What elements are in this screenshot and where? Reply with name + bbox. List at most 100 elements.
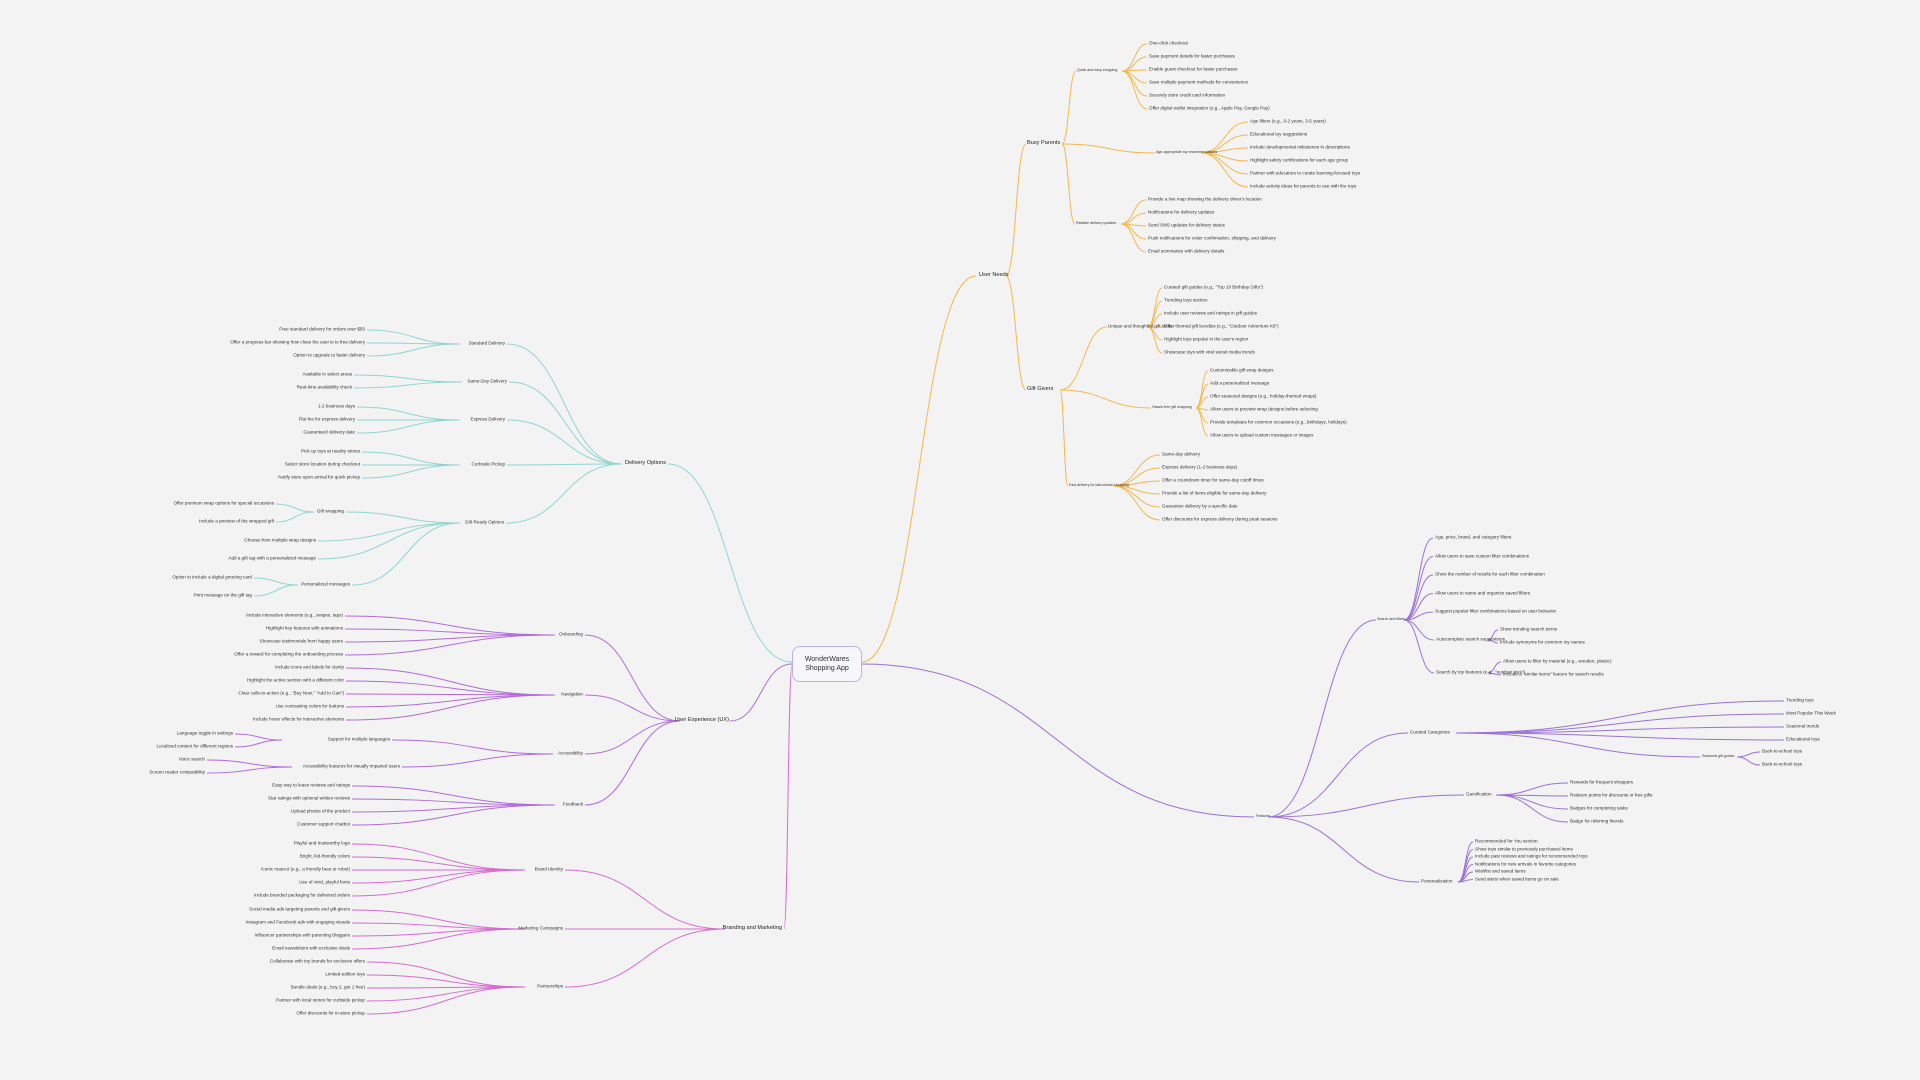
branch-node-ux[interactable]: User Experience (UX) (674, 717, 729, 724)
leaf-node[interactable]: Offer a countdown timer for same-day cut… (1162, 477, 1264, 483)
subgroup-node[interactable]: Accessibility features for visually impa… (302, 763, 400, 769)
leaf-node[interactable]: Localized content for different regions (156, 743, 233, 749)
leaf-node[interactable]: Trending toys (1786, 697, 1814, 703)
leaf-node[interactable]: Rewards for frequent shoppers (1570, 779, 1634, 785)
leaf-node[interactable]: 1-2 business days (317, 403, 355, 409)
leaf-node[interactable]: Include developmental milestones in desc… (1250, 144, 1350, 150)
leaf-node[interactable]: Show trending search terms (1500, 626, 1558, 632)
leaf-node[interactable]: Save payment details for faster purchase… (1149, 53, 1235, 59)
node-search-filters[interactable]: Search and filters (1377, 617, 1405, 622)
leaf-node[interactable]: Customizable gift wrap designs (1210, 367, 1274, 373)
leaf-node[interactable]: Add a gift tag with a personalized messa… (228, 555, 316, 561)
leaf-node[interactable]: Star ratings with optional written revie… (268, 795, 350, 801)
leaf-node[interactable]: Include interactive elements (e.g., swip… (246, 612, 343, 618)
leaf-node[interactable]: Back-to-school toys (1762, 748, 1803, 754)
leaf-node[interactable]: Playful and trustworthy logo (293, 840, 350, 846)
leaf-node[interactable]: Include a "similar items" feature for se… (1503, 671, 1604, 677)
leaf-node[interactable]: Option to include a digital greeting car… (172, 574, 252, 580)
leaf-node[interactable]: Push notifications for order confirmatio… (1148, 235, 1276, 241)
subgroup-node[interactable]: Seasonal gift guides (1702, 754, 1735, 759)
leaf-node[interactable]: Print message on the gift tag (193, 592, 252, 598)
leaf-node[interactable]: Provide templates for common occasions (… (1210, 419, 1347, 425)
leaf-node[interactable]: Showcase toys with viral social media tr… (1164, 349, 1255, 355)
leaf-node[interactable]: Educational toys (1786, 736, 1820, 742)
leaf-node[interactable]: Pick up toys at nearby stores (301, 448, 360, 454)
leaf-node[interactable]: Instagram and Facebook ads with engaging… (245, 919, 350, 925)
group-node[interactable]: Navigation (561, 691, 583, 697)
leaf-node[interactable]: Highlight key features with animations (265, 625, 343, 631)
group-node[interactable]: Standard Delivery (468, 340, 505, 346)
leaf-node[interactable]: Include user reviews and ratings in gift… (1164, 310, 1257, 316)
leaf-node[interactable]: Recommended for You section (1475, 838, 1538, 844)
group-node[interactable]: Fast delivery for last-minute shopping (1069, 483, 1129, 488)
node-gamification[interactable]: Gamification (1466, 791, 1492, 797)
node-gift-wrapping[interactable]: Gift wrapping (316, 508, 344, 514)
leaf-node[interactable]: Partner with educators to curate learnin… (1250, 170, 1361, 176)
leaf-node[interactable]: Showcase testimonials from happy users (259, 638, 344, 644)
leaf-node[interactable]: Show the number of results for each filt… (1435, 571, 1545, 577)
leaf-node[interactable]: Social media ads targeting parents and g… (249, 906, 350, 912)
node-personalization[interactable]: Personalization (1421, 878, 1453, 884)
leaf-node[interactable]: Securely store credit card information (1149, 92, 1226, 98)
leaf-node[interactable]: Upload photos of the product (291, 808, 350, 814)
subgroup-node[interactable]: Search by toy features (e.g., "outdoor t… (1436, 669, 1526, 675)
leaf-node[interactable]: Real-time availability check (296, 384, 352, 390)
leaf-node[interactable]: Provide a list of items eligible for sam… (1162, 490, 1267, 496)
leaf-node[interactable]: Voice search (178, 756, 205, 762)
leaf-node[interactable]: Seasonal trends (1786, 723, 1820, 729)
leaf-node[interactable]: Use contrasting colors for buttons (275, 703, 344, 709)
group-node[interactable]: Marketing Campaigns (518, 925, 563, 931)
node-gift-givers[interactable]: Gift Givers (1027, 386, 1054, 393)
leaf-node[interactable]: Save multiple payment methods for conven… (1149, 79, 1249, 85)
leaf-node[interactable]: Highlight safety certifications for each… (1250, 157, 1349, 163)
leaf-node[interactable]: Offer themed gift bundles (e.g., "Outdoo… (1164, 323, 1279, 329)
leaf-node[interactable]: Free standard delivery for orders over $… (279, 326, 365, 332)
leaf-node[interactable]: Express delivery (1-2 business days) (1162, 464, 1238, 470)
leaf-node[interactable]: Collaborate with toy brands for exclusiv… (269, 958, 365, 964)
leaf-node[interactable]: Flat fee for express delivery (298, 416, 355, 422)
leaf-node[interactable]: Limited-edition toys (325, 971, 365, 977)
leaf-node[interactable]: Educational toy suggestions (1250, 131, 1308, 137)
leaf-node[interactable]: Language toggle in settings (176, 730, 233, 736)
leaf-node[interactable]: Use of vivid, playful fonts (299, 879, 350, 885)
leaf-node[interactable]: Allow users to filter by material (e.g.,… (1503, 658, 1612, 664)
leaf-node[interactable]: Send SMS updates for delivery status (1148, 222, 1225, 228)
subgroup-node[interactable]: Autocomplete search suggestions (1436, 636, 1505, 642)
leaf-node[interactable]: Notifications for new arrivals in favori… (1475, 861, 1577, 867)
leaf-node[interactable]: Allow users to upload custom messages or… (1210, 432, 1314, 438)
node-personalized-messages[interactable]: Personalized messages (301, 581, 350, 587)
leaf-node[interactable]: Select store location during checkout (284, 461, 360, 467)
leaf-node[interactable]: Option to upgrade to faster delivery (293, 352, 365, 358)
leaf-node[interactable]: Influencer partnerships with parenting b… (254, 932, 350, 938)
leaf-node[interactable]: Add a personalized message (1210, 380, 1270, 386)
group-gift-ready[interactable]: Gift-Ready Options (464, 519, 504, 525)
leaf-node[interactable]: Include icons and labels for clarity (275, 664, 344, 670)
leaf-node[interactable]: Partner with local stores for curbside p… (276, 997, 365, 1003)
leaf-node[interactable]: Highlight toys popular in the user's reg… (1164, 336, 1249, 342)
leaf-node[interactable]: Offer a reward for completing the onboar… (234, 651, 343, 657)
branch-node-delivery[interactable]: Delivery Options (624, 460, 666, 467)
root-node[interactable]: WonderWares Shopping App (792, 646, 862, 682)
leaf-node[interactable]: Include a preview of the wrapped gift (199, 518, 274, 524)
leaf-node[interactable]: Send alerts when saved items go on sale (1475, 876, 1559, 882)
leaf-node[interactable]: Offer a progress bar showing how close t… (230, 339, 365, 345)
leaf-node[interactable]: Suggest popular filter combinations base… (1435, 608, 1557, 614)
branch-node-user-needs[interactable]: User Needs (979, 272, 1009, 279)
leaf-node[interactable]: Redeem points for discounts or free gift… (1570, 792, 1653, 798)
leaf-node[interactable]: Show toys similar to previously purchase… (1475, 846, 1573, 852)
leaf-node[interactable]: Allow users to preview wrap designs befo… (1210, 406, 1318, 412)
leaf-node[interactable]: Include synonyms for common toy names (1500, 639, 1585, 645)
leaf-node[interactable]: Bright, kid-friendly colors (299, 853, 350, 859)
leaf-node[interactable]: Choose from multiple wrap designs (244, 537, 316, 543)
leaf-node[interactable]: Guaranteed delivery date (303, 429, 355, 435)
leaf-node[interactable]: Include branded packaging for delivered … (253, 892, 350, 898)
group-node[interactable]: Age-appropriate toy recommendations (1156, 150, 1218, 155)
group-node[interactable]: Partnerships (537, 983, 563, 989)
leaf-node[interactable]: Notifications for delivery updates (1148, 209, 1215, 215)
group-node[interactable]: Brand Identity (534, 866, 563, 872)
leaf-node[interactable]: Include past reviews and ratings for rec… (1475, 853, 1588, 859)
group-node[interactable]: Reliable delivery updates (1076, 221, 1117, 226)
leaf-node[interactable]: Age, price, brand, and category filters (1435, 534, 1512, 540)
leaf-node[interactable]: Include hover effects for interactive el… (252, 716, 344, 722)
leaf-node[interactable]: Guarantee delivery by a specific date (1162, 503, 1238, 509)
